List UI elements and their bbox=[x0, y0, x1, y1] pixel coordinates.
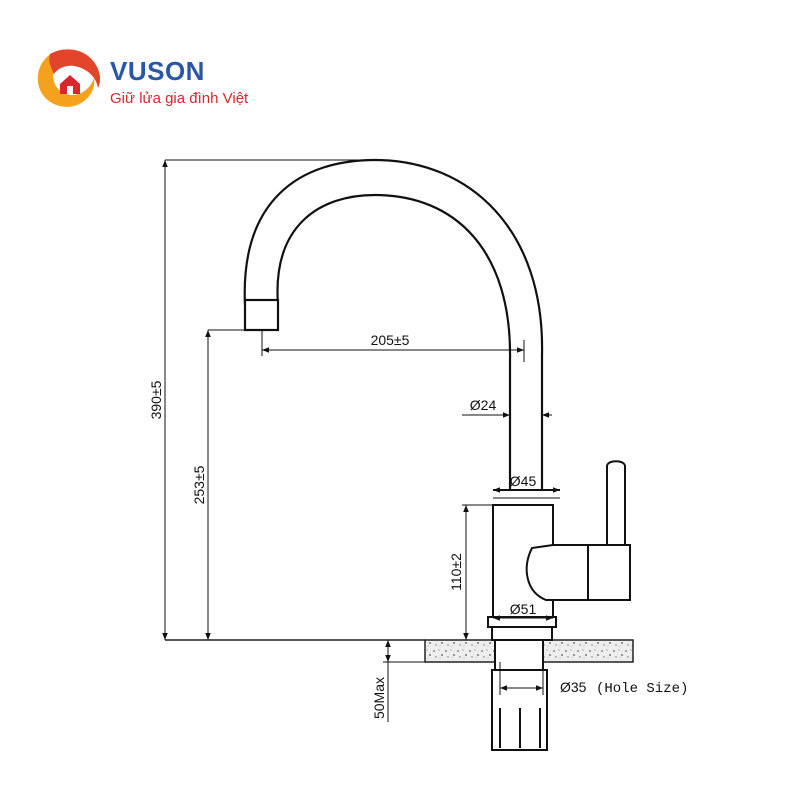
brand-logo: VUSON Giữ lửa gia đình Việt bbox=[30, 44, 290, 114]
label-body-top-diameter: Ø45 bbox=[510, 473, 537, 489]
vuson-flame-home-icon bbox=[37, 49, 101, 107]
label-max-deck-thickness: 50Max bbox=[371, 677, 387, 719]
mounting-shank bbox=[491, 639, 548, 751]
dimension-lines bbox=[162, 159, 560, 722]
label-hole-note: (Hole Size) bbox=[596, 681, 688, 697]
label-base-diameter: Ø51 bbox=[510, 601, 537, 617]
faucet-spout bbox=[243, 158, 544, 490]
label-spout-height: 253±5 bbox=[191, 465, 207, 504]
label-total-height: 390±5 bbox=[148, 380, 164, 419]
brand-name: VUSON bbox=[110, 56, 205, 86]
faucet-body bbox=[487, 460, 631, 641]
label-spout-diameter: Ø24 bbox=[470, 397, 497, 413]
countertop bbox=[165, 639, 634, 663]
brand-slogan: Giữ lửa gia đình Việt bbox=[110, 90, 249, 107]
label-hole-diameter: Ø35 bbox=[560, 679, 587, 695]
label-body-height: 110±2 bbox=[448, 553, 464, 591]
label-spout-reach: 205±5 bbox=[371, 332, 410, 348]
